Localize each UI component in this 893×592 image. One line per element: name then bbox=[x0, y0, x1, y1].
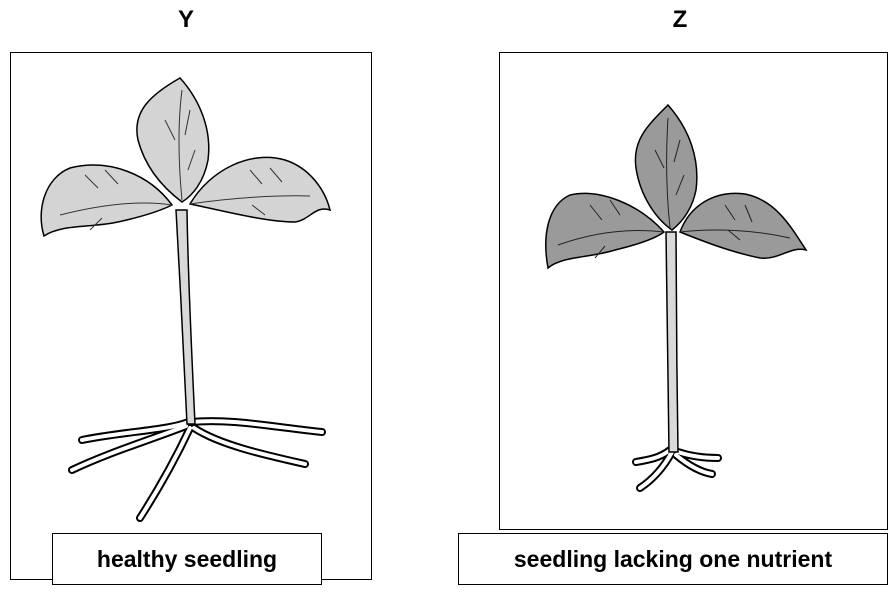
panel-z-caption: seedling lacking one nutrient bbox=[458, 533, 888, 585]
deficient-top-leaf bbox=[635, 105, 696, 230]
deficient-right-leaf bbox=[680, 193, 806, 258]
deficient-stem bbox=[666, 232, 678, 452]
